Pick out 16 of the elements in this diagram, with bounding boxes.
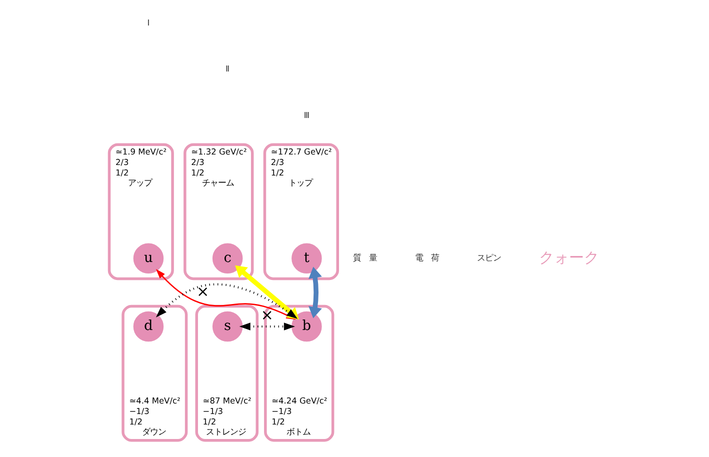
label: 質 量: [353, 252, 378, 263]
label: Ⅱ: [226, 64, 230, 74]
node-circle: u: [133, 243, 164, 274]
arrow: [308, 266, 322, 318]
edge-label: ×: [196, 282, 210, 300]
node-circle: t: [292, 243, 322, 274]
label: Ⅰ: [147, 18, 150, 28]
label: クォーク: [538, 248, 599, 266]
label: 電 荷: [415, 252, 440, 263]
node-circle: s: [212, 311, 243, 342]
node-circle: d: [133, 311, 164, 342]
label: Ⅲ: [304, 110, 310, 120]
label: スピン: [476, 252, 501, 263]
arrow: [239, 322, 295, 330]
node-circle: b: [292, 311, 322, 342]
node-circle: c: [212, 243, 243, 274]
